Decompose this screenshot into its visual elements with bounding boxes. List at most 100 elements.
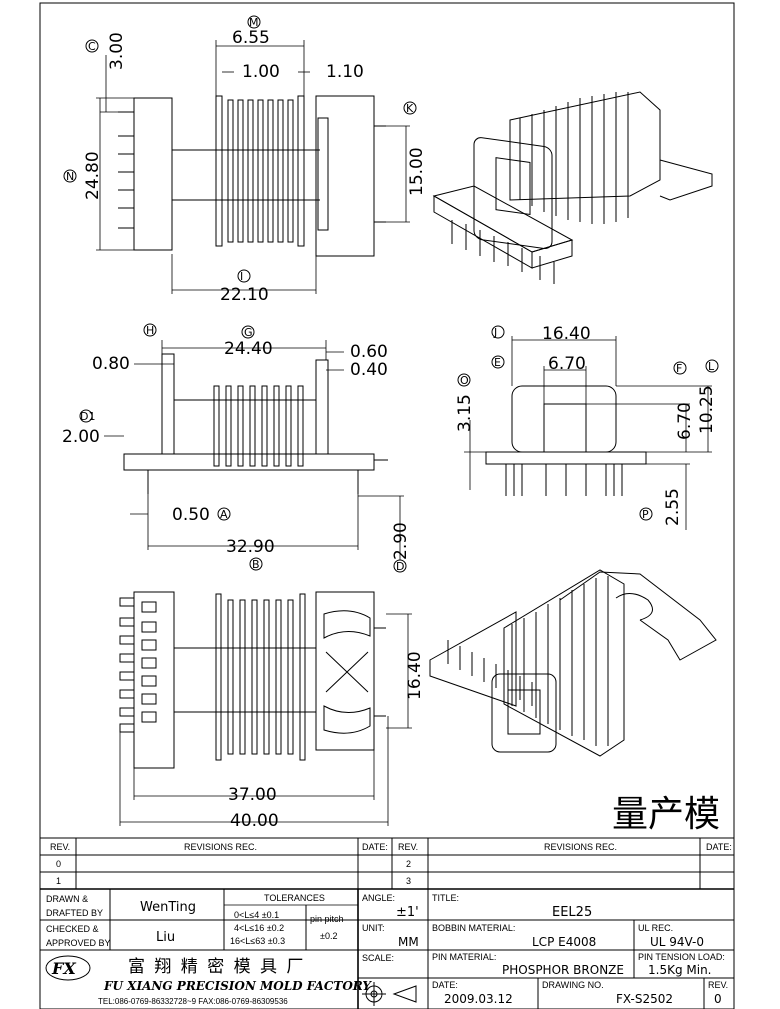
title-block: REV. REVISIONS REC. DATE: REV. REVISIONS…: [40, 837, 734, 1009]
dim-pitch-right: 1.10: [326, 62, 364, 82]
sheet-border: [39, 2, 735, 1009]
dim-j-value: 16.40: [542, 324, 591, 344]
date-label: DATE:: [432, 980, 458, 990]
pin-material-label: PIN MATERIAL:: [432, 952, 496, 962]
pin-tension-value: 1.5Kg Min.: [648, 963, 712, 977]
unit-label: UNIT:: [362, 923, 385, 933]
dim-c-value: 3.00: [107, 32, 127, 70]
dim-o-value: 3.15: [455, 394, 475, 432]
rev-row-0: 0: [56, 859, 61, 869]
ul-label: UL REC.: [638, 923, 673, 933]
svg-text:FX: FX: [51, 959, 76, 978]
revisions-header-left: REVISIONS REC.: [184, 842, 257, 852]
dim-g-value: 24.40: [224, 339, 273, 359]
pin-tension-label: PIN TENSION LOAD:: [638, 952, 725, 962]
drawn-label: DRAWN &: [46, 894, 88, 904]
dim-flange-b: 0.40: [350, 360, 388, 380]
dim-pitch-left: 1.00: [242, 62, 280, 82]
dim-a-value: 0.50: [172, 505, 210, 525]
callout-h: H: [146, 324, 154, 337]
approved-by-value: Liu: [156, 930, 175, 945]
rev-value: 0: [714, 992, 722, 1006]
tolerances-header: TOLERANCES: [264, 893, 325, 903]
dim-p-value: 2.55: [663, 488, 683, 526]
title-value: EEL25: [552, 905, 592, 920]
callout-c: C: [88, 40, 96, 53]
title-label: TITLE:: [432, 893, 459, 903]
dim-n-value: 24.80: [83, 151, 103, 200]
tol-line-3: 16<L≤63 ±0.3: [230, 936, 285, 946]
date-value: 2009.03.12: [444, 992, 513, 1006]
callout-g: G: [244, 326, 253, 339]
end-view: 16.40 J 6.70 E 6.70 F 10.25 L 3.15 O 2.5…: [455, 324, 719, 530]
drawing-no-label: DRAWING NO.: [542, 980, 604, 990]
isometric-view-bottom: [429, 569, 717, 757]
dim-k-value: 15.00: [407, 147, 427, 196]
side-view: 0.80 H 24.40 G 0.60 0.40 2.00 D1 0.50 A …: [62, 323, 411, 573]
callout-a: A: [220, 508, 228, 521]
dim-l-value: 10.25: [697, 385, 717, 434]
dim-d1-value: 2.00: [62, 427, 100, 447]
bobbin-value: LCP E4008: [532, 935, 596, 949]
dim-h-value: 0.80: [92, 354, 130, 374]
production-stamp: 量产模: [612, 794, 720, 835]
angle-value: ±1': [396, 905, 419, 920]
company-contact: TEL:086-0769-86332728~9 FAX:086-0769-863…: [98, 997, 288, 1006]
callout-o: O: [460, 374, 469, 387]
pin-pitch-label: pin pitch: [310, 914, 344, 924]
rev-header-left: REV.: [50, 842, 70, 852]
rev-header-right: REV.: [398, 842, 418, 852]
checked-label: CHECKED &: [46, 924, 99, 934]
dim-e-value: 6.70: [548, 354, 586, 374]
rev-row-2: 2: [406, 859, 411, 869]
bobbin-label: BOBBIN MATERIAL:: [432, 923, 515, 933]
dim-d-value: 2.90: [391, 522, 411, 560]
callout-b: B: [252, 558, 260, 571]
revisions-header-right: REVISIONS REC.: [544, 842, 617, 852]
drafted-label: DRAFTED BY: [46, 908, 103, 918]
pin-material-value: PHOSPHOR BRONZE: [502, 963, 624, 977]
callout-f: F: [676, 362, 682, 375]
dim-bottom-inner: 37.00: [228, 785, 277, 805]
bottom-view: 16.40 37.00 40.00: [119, 591, 425, 831]
dim-b-value: 32.90: [226, 537, 275, 557]
dim-m-value: 6.55: [232, 28, 270, 48]
rev-label: REV.: [708, 980, 728, 990]
rev-row-3: 3: [406, 876, 411, 886]
callout-e: E: [494, 356, 501, 369]
callout-p: P: [642, 508, 649, 521]
scale-label: SCALE:: [362, 953, 394, 963]
isometric-view-top: [432, 91, 713, 284]
callout-j: J: [493, 326, 497, 339]
dim-i-value: 22.10: [220, 285, 269, 305]
dim-bottom-height: 16.40: [405, 651, 425, 700]
angle-label: ANGLE:: [362, 893, 395, 903]
projection-symbol-icon: [362, 982, 417, 1006]
callout-i: I: [240, 270, 243, 283]
unit-value: MM: [398, 935, 419, 949]
callout-m: M: [249, 16, 259, 29]
pin-pitch-value: ±0.2: [320, 931, 337, 941]
tol-line-1: 0<L≤4 ±0.1: [234, 910, 279, 920]
callout-d: D: [396, 560, 404, 573]
date-header-left: DATE:: [362, 842, 388, 852]
dim-flange-a: 0.60: [350, 342, 388, 362]
rev-row-1: 1: [56, 876, 61, 886]
ul-value: UL 94V-0: [650, 935, 704, 949]
callout-l: L: [708, 360, 715, 373]
drawing-no-value: FX-S2502: [616, 992, 673, 1006]
drawn-by-value: WenTing: [140, 900, 196, 915]
date-header-right: DATE:: [706, 842, 732, 852]
tol-line-2: 4<L≤16 ±0.2: [234, 923, 284, 933]
company-name-cn: 富 翔 精 密 模 具 厂: [128, 957, 305, 977]
company-name-en: FU XIANG PRECISION MOLD FACTORY: [103, 979, 372, 993]
callout-d1: D1: [80, 410, 95, 423]
callout-k: K: [406, 102, 414, 115]
callout-n: N: [66, 170, 74, 183]
dim-f-value: 6.70: [675, 402, 695, 440]
top-view: 22.10 I 6.55 M 1.00 1.10 3.00 C 24.80 N …: [63, 15, 427, 305]
dim-bottom-outer: 40.00: [230, 811, 279, 831]
company-logo-icon: FX: [45, 955, 91, 981]
approved-label: APPROVED BY: [46, 938, 111, 948]
